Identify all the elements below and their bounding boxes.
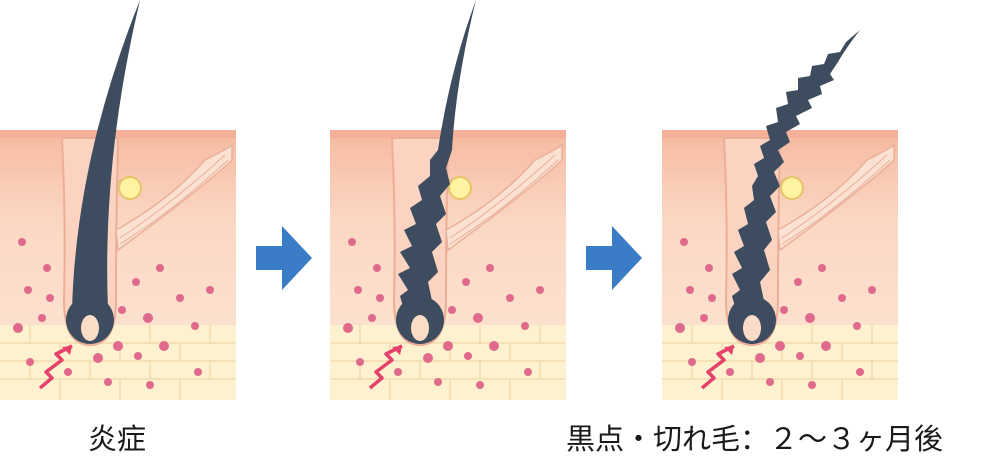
fat-layer xyxy=(330,325,566,400)
hair-shaft-frayed xyxy=(732,30,860,310)
sebaceous-gland xyxy=(448,176,472,200)
signal-arrowhead xyxy=(62,346,72,355)
dermal-papilla xyxy=(81,315,99,341)
follicle-diagram-2 xyxy=(330,0,566,400)
fat-layer xyxy=(0,325,236,400)
panel-inflammation xyxy=(0,0,236,400)
dermal-papilla xyxy=(411,315,429,341)
epidermis xyxy=(0,130,236,138)
signal-arrowhead xyxy=(724,346,734,355)
panel-black-dots xyxy=(330,0,566,400)
flow-arrow-2 xyxy=(586,226,642,290)
flow-arrow-1 xyxy=(256,226,312,290)
follicle-diagram-3 xyxy=(662,30,898,400)
signal-arrowhead xyxy=(392,346,402,355)
inflammatory-cells xyxy=(13,238,214,389)
fat-layer xyxy=(662,325,898,400)
hair-shaft-smooth xyxy=(72,0,140,310)
caption-black-dots-broken-hair: 黒点・切れ毛：２～３ヶ月後 xyxy=(566,422,944,456)
follicle-diagram-1 xyxy=(0,0,236,400)
inflammatory-cells xyxy=(343,238,544,389)
hair-shaft-jagged xyxy=(398,0,476,310)
inflammatory-cells xyxy=(675,238,876,389)
sebaceous-gland xyxy=(118,176,142,200)
sebaceous-gland xyxy=(780,176,804,200)
panel-broken-hair xyxy=(662,0,898,400)
arrector-muscle xyxy=(445,143,563,252)
caption-inflammation: 炎症 xyxy=(88,422,147,456)
arrector-muscle xyxy=(777,143,895,252)
signal-zigzag xyxy=(368,344,403,390)
signal-zigzag xyxy=(700,344,735,390)
signal-zigzag xyxy=(38,344,73,390)
arrector-muscle xyxy=(115,143,233,252)
dermal-papilla xyxy=(743,315,761,341)
